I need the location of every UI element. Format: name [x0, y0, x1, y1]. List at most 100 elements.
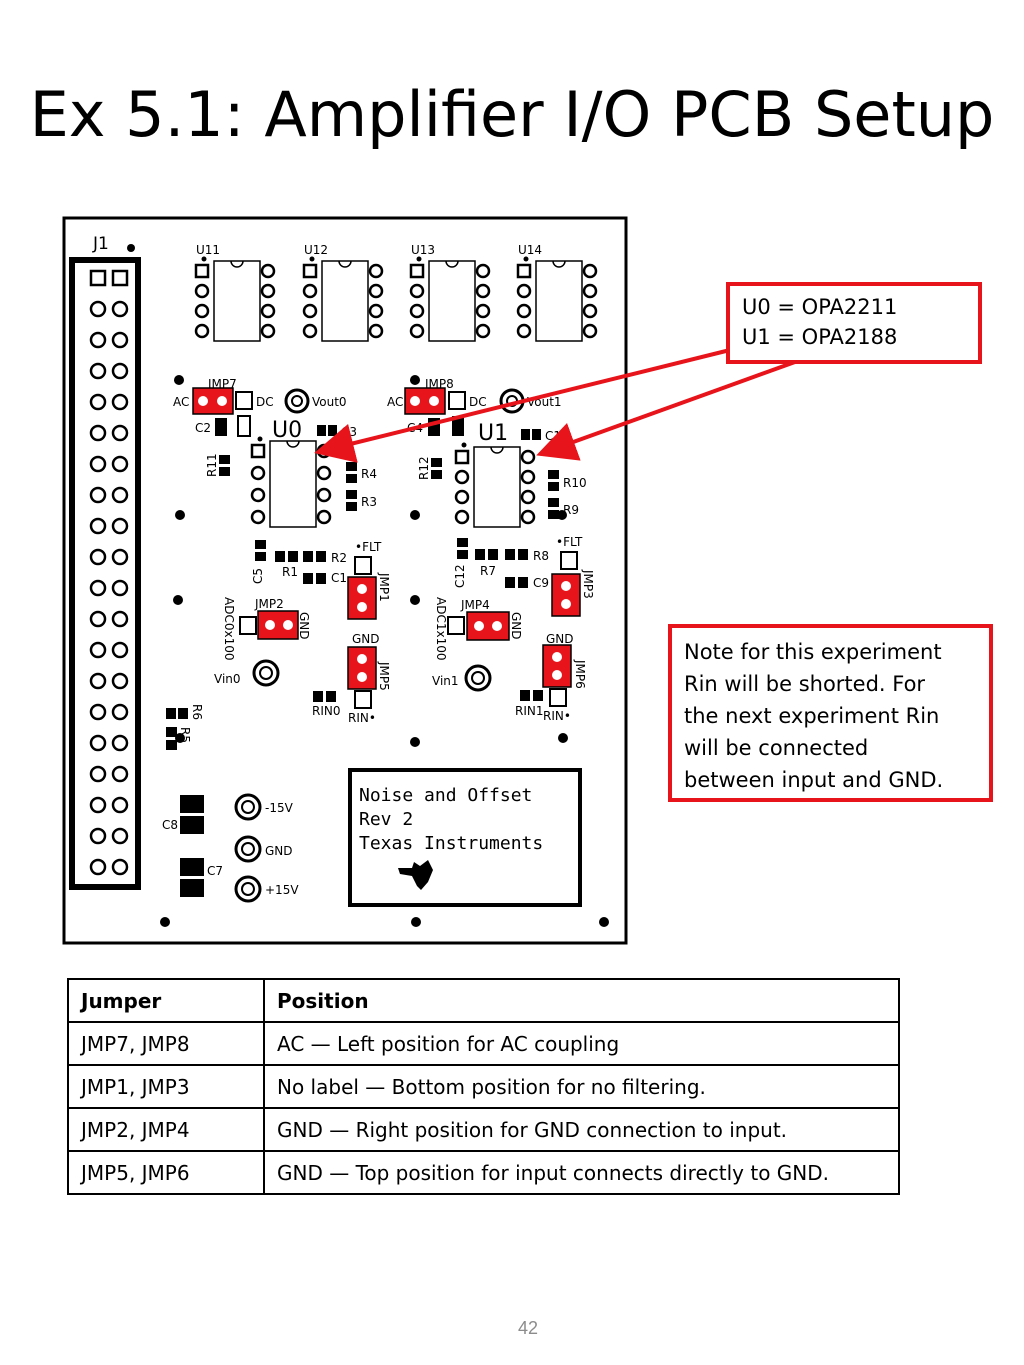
svg-text:DC: DC [469, 395, 487, 409]
svg-text:Texas Instruments: Texas Instruments [359, 833, 543, 854]
svg-text:JMP3: JMP3 [581, 569, 595, 599]
u1-label: U1 [478, 421, 508, 446]
jumper-jmp7: JMP7 AC DC [173, 377, 274, 415]
svg-text:C5: C5 [251, 568, 265, 584]
note-line: Rin will be shorted. For [684, 672, 926, 696]
svg-text:JMP2: JMP2 [254, 597, 284, 611]
svg-text:Vin1: Vin1 [432, 674, 459, 688]
svg-text:R3: R3 [361, 495, 377, 509]
svg-text:RIN0: RIN0 [312, 704, 341, 718]
page-number: 42 [517, 1318, 539, 1338]
table-header-row: Jumper Position [67, 978, 900, 1023]
svg-text:JMP5: JMP5 [377, 661, 391, 691]
cell-position: GND — Right position for GND connection … [263, 1107, 900, 1152]
jumper-table: Jumper Position JMP7, JMP8 AC — Left pos… [67, 978, 900, 1195]
svg-text:R4: R4 [361, 467, 377, 481]
header-jumper: Jumper [67, 978, 265, 1023]
svg-text:R9: R9 [563, 503, 579, 517]
jumper-jmp4: JMP4 ADC1x100 GND [434, 597, 523, 660]
power-terminals: -15V GND +15V [234, 793, 299, 903]
svg-text:Vin0: Vin0 [214, 672, 241, 686]
board-info-box: Noise and Offset Rev 2 Texas Instruments [348, 768, 582, 907]
svg-text:C3: C3 [341, 425, 357, 439]
cell-jumper: JMP5, JMP6 [67, 1150, 265, 1195]
svg-text:C8: C8 [162, 818, 178, 832]
table-row: JMP5, JMP6 GND — Top position for input … [67, 1150, 900, 1195]
svg-text:JMP6: JMP6 [573, 659, 587, 689]
svg-text:•FLT: •FLT [355, 540, 382, 554]
jumper-jmp6: GND JMP6 RIN• [542, 632, 587, 723]
svg-text:-15V: -15V [265, 801, 294, 815]
svg-text:Vout0: Vout0 [312, 395, 347, 409]
svg-text:GND: GND [546, 632, 574, 646]
svg-text:ADC1x100: ADC1x100 [434, 597, 448, 660]
svg-text:AC: AC [173, 395, 189, 409]
table-row: JMP1, JMP3 No label — Bottom position fo… [67, 1064, 900, 1109]
svg-text:GND: GND [352, 632, 380, 646]
opamp-callout: U0 = OPA2211 U1 = OPA2188 [726, 282, 982, 364]
j1-pins [89, 269, 129, 876]
svg-text:C2: C2 [195, 421, 211, 435]
note-line: Note for this experiment [684, 640, 942, 664]
svg-text:C10: C10 [545, 429, 569, 443]
chip-label: U11 [196, 243, 220, 257]
svg-text:JMP1: JMP1 [377, 572, 391, 602]
svg-text:•FLT: •FLT [556, 535, 583, 549]
svg-text:R5: R5 [178, 727, 192, 743]
svg-text:R6: R6 [190, 704, 204, 720]
svg-text:JMP4: JMP4 [460, 598, 490, 612]
cell-position: No label — Bottom position for no filter… [263, 1064, 900, 1109]
svg-text:RIN•: RIN• [543, 709, 571, 723]
svg-text:R11: R11 [205, 453, 219, 477]
jumper-jmp5: GND JMP5 RIN• [347, 632, 391, 725]
cell-jumper: JMP7, JMP8 [67, 1021, 265, 1066]
cell-position: AC — Left position for AC coupling [263, 1021, 900, 1066]
cell-position: GND — Top position for input connects di… [263, 1150, 900, 1195]
note-line: the next experiment Rin [684, 704, 940, 728]
callout-line-u0: U0 = OPA2211 [742, 295, 898, 319]
svg-text:ADC0x100: ADC0x100 [222, 597, 236, 660]
table-row: JMP2, JMP4 GND — Right position for GND … [67, 1107, 900, 1152]
u0-chip [250, 436, 332, 528]
note-line: between input and GND. [684, 768, 944, 792]
svg-text:R10: R10 [563, 476, 587, 490]
slide-title: Ex 5.1: Amplifier I/O PCB Setup [29, 78, 995, 151]
svg-text:C1: C1 [331, 571, 347, 585]
svg-text:R7: R7 [480, 564, 496, 578]
note-line: will be connected [684, 736, 869, 760]
svg-text:RIN•: RIN• [348, 711, 376, 725]
svg-text:Rev 2: Rev 2 [359, 809, 413, 830]
callout-line-u1: U1 = OPA2188 [742, 325, 898, 349]
svg-text:R1: R1 [282, 565, 298, 579]
chip-label: U14 [518, 243, 542, 257]
svg-text:C7: C7 [207, 864, 223, 878]
u0-label: U0 [272, 418, 302, 443]
svg-text:R2: R2 [331, 551, 347, 565]
svg-text:AC: AC [387, 395, 403, 409]
header-position: Position [263, 978, 900, 1023]
arrow-to-u1 [536, 360, 796, 461]
header-label: J1 [92, 234, 109, 254]
cell-jumper: JMP2, JMP4 [67, 1107, 265, 1152]
arrow-to-u0 [314, 348, 731, 463]
rin-note-callout: Note for this experiment Rin will be sho… [668, 624, 993, 802]
jumper-jmp1: •FLT JMP1 [347, 540, 391, 620]
svg-text:GND: GND [509, 612, 523, 640]
jumper-jmp8: JMP8 AC DC [387, 377, 487, 415]
svg-text:+15V: +15V [265, 883, 299, 897]
cell-jumper: JMP1, JMP3 [67, 1064, 265, 1109]
svg-text:GND: GND [297, 612, 311, 640]
j1-header [69, 257, 141, 890]
jumper-jmp2: JMP2 ADC0x100 GND [222, 597, 311, 660]
chip-label: U13 [411, 243, 435, 257]
svg-text:R12: R12 [417, 456, 431, 480]
ti-logo-icon [398, 860, 433, 890]
table-row: JMP7, JMP8 AC — Left position for AC cou… [67, 1021, 900, 1066]
u1-chip [454, 442, 536, 528]
svg-text:Noise and Offset: Noise and Offset [359, 785, 532, 806]
svg-text:C9: C9 [533, 576, 549, 590]
svg-text:C12: C12 [453, 564, 467, 588]
svg-text:DC: DC [256, 395, 274, 409]
